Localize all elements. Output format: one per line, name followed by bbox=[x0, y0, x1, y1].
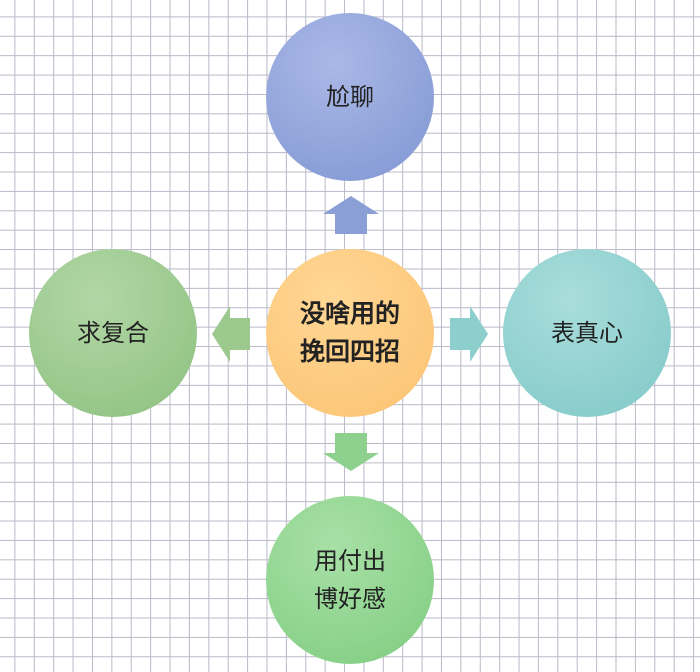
node-right-label: 表真心 bbox=[551, 319, 623, 347]
node-left: 求复合 bbox=[29, 249, 197, 417]
node-left-label: 求复合 bbox=[77, 319, 149, 347]
arrow-up-icon bbox=[323, 196, 379, 234]
arrow-left-icon bbox=[212, 306, 250, 362]
center-label: 没啥用的 挽回四招 bbox=[299, 299, 400, 366]
center-node: 没啥用的 挽回四招 bbox=[266, 249, 434, 417]
node-right: 表真心 bbox=[503, 249, 671, 417]
arrow-right-icon bbox=[450, 306, 488, 362]
node-top-label: 尬聊 bbox=[326, 83, 374, 111]
node-bottom: 用付出 博好感 bbox=[266, 496, 434, 664]
arrow-down-icon bbox=[323, 433, 379, 471]
node-bottom-label: 用付出 博好感 bbox=[314, 547, 386, 613]
node-top: 尬聊 bbox=[266, 13, 434, 181]
